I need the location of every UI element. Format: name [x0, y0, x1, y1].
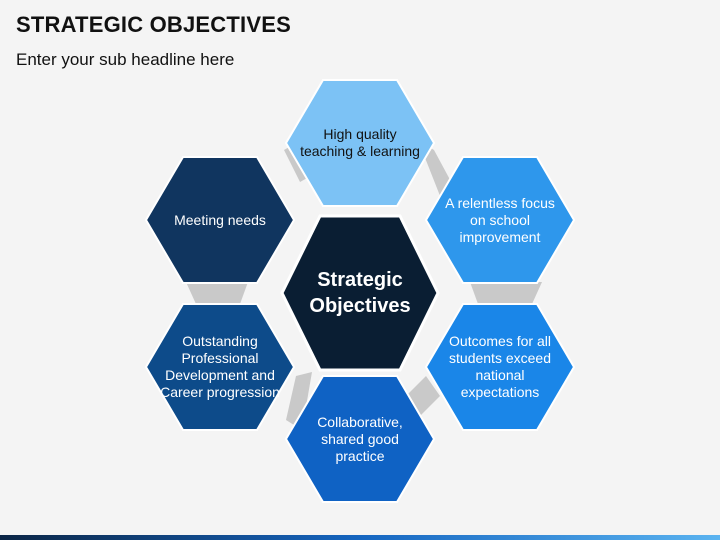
hexagon-bottom-label: Collaborative, shared good practice — [317, 413, 403, 464]
hexagon-center: Strategic Objectives — [280, 214, 440, 372]
hexagon-top: High quality teaching & learning — [284, 79, 436, 207]
hexagon-bottom: Collaborative, shared good practice — [284, 375, 436, 503]
page-subtitle: Enter your sub headline here — [16, 50, 235, 69]
hexagon-top-label: High quality teaching & learning — [300, 126, 420, 159]
connector-bottom-lowerleft — [286, 372, 312, 430]
hexagon-lower-right: Outcomes for all students exceed nationa… — [424, 303, 576, 431]
hexagon-upper-left: Meeting needs — [144, 156, 296, 284]
hexagon-lower-left: Outstanding Professional Development and… — [144, 303, 296, 431]
hexagon-upper-left-label: Meeting needs — [174, 211, 266, 228]
hexagon-upper-right-label: A relentless focus on school improvement — [445, 194, 555, 245]
hexagon-lower-right-label: Outcomes for all students exceed nationa… — [449, 333, 551, 400]
hexagon-upper-right: A relentless focus on school improvement — [424, 156, 576, 284]
footer-bar — [0, 535, 720, 540]
connector-lowerleft-upperleft — [186, 282, 248, 304]
page-title: STRATEGIC OBJECTIVES — [16, 12, 291, 37]
connector-upperright-lowerright — [470, 282, 542, 304]
hexagon-center-label: Strategic Objectives — [309, 269, 411, 317]
hexagon-lower-left-label: Outstanding Professional Development and… — [160, 333, 280, 400]
